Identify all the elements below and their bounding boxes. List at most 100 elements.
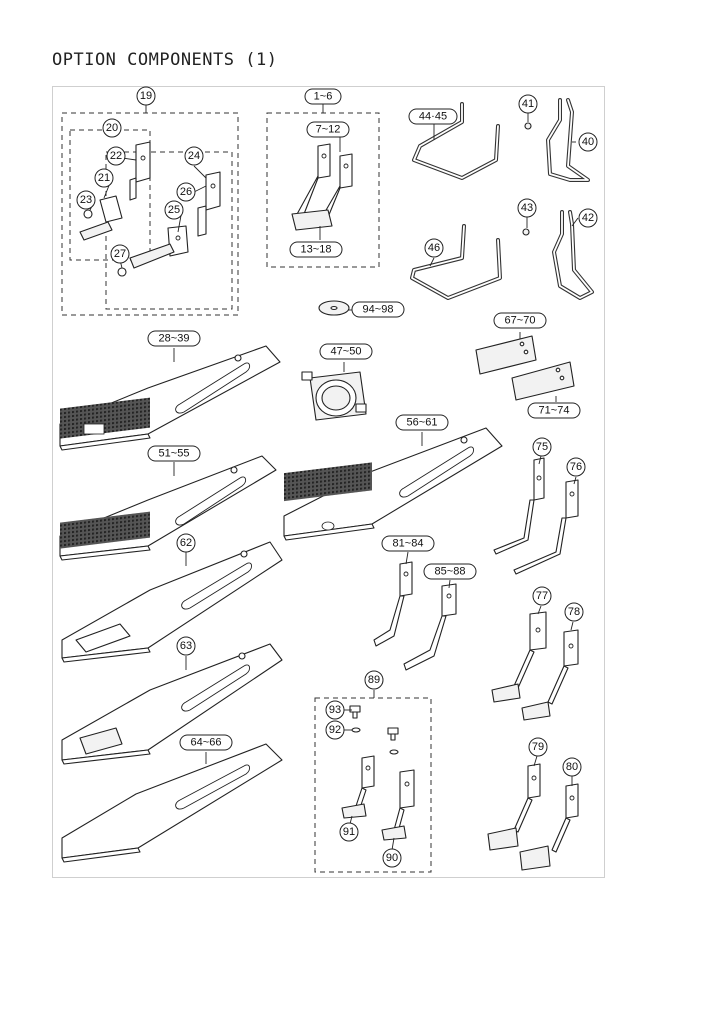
svg-text:78: 78 xyxy=(568,606,580,618)
callout-92: 92 xyxy=(325,720,345,740)
group-89 xyxy=(314,690,432,873)
svg-text:79: 79 xyxy=(532,741,544,753)
svg-text:23: 23 xyxy=(80,194,92,206)
svg-text:44·45: 44·45 xyxy=(419,111,447,123)
svg-text:28~39: 28~39 xyxy=(159,333,190,345)
feet-75-76 xyxy=(493,457,579,575)
svg-text:80: 80 xyxy=(566,761,578,773)
plate-64-66 xyxy=(61,743,283,863)
svg-text:26: 26 xyxy=(180,186,192,198)
callout-25: 25 xyxy=(164,200,184,220)
svg-text:64~66: 64~66 xyxy=(191,737,222,749)
callout-21: 21 xyxy=(94,168,114,188)
svg-text:77: 77 xyxy=(536,590,548,602)
plate-56-61 xyxy=(283,427,503,541)
plates-67-74 xyxy=(475,332,575,402)
callout-40: 40 xyxy=(578,132,598,152)
callout-67-70: 67~70 xyxy=(493,312,547,329)
svg-text:71~74: 71~74 xyxy=(539,405,570,417)
callout-93: 93 xyxy=(325,700,345,720)
group-19 xyxy=(61,104,239,316)
svg-text:56~61: 56~61 xyxy=(407,417,438,429)
callout-63: 63 xyxy=(176,636,196,656)
callout-47-50: 47~50 xyxy=(319,343,373,360)
svg-text:27: 27 xyxy=(114,248,126,260)
callout-7-12: 7~12 xyxy=(306,121,350,138)
svg-text:75: 75 xyxy=(536,441,548,453)
callout-22: 22 xyxy=(106,146,126,166)
svg-text:47~50: 47~50 xyxy=(331,346,362,358)
callout-20: 20 xyxy=(102,118,122,138)
page-title: OPTION COMPONENTS (1) xyxy=(52,50,278,70)
callout-90: 90 xyxy=(382,848,402,868)
svg-text:19: 19 xyxy=(140,90,152,102)
callout-1-6: 1~6 xyxy=(304,88,342,105)
svg-text:43: 43 xyxy=(521,202,533,214)
svg-text:24: 24 xyxy=(188,150,200,162)
washer-94-98 xyxy=(318,300,350,316)
callout-13-18: 13~18 xyxy=(289,241,343,258)
svg-text:41: 41 xyxy=(522,98,534,110)
callout-80: 80 xyxy=(562,757,582,777)
callout-64-66: 64~66 xyxy=(179,734,233,751)
callout-77: 77 xyxy=(532,586,552,606)
wire-guides xyxy=(410,98,594,300)
svg-text:40: 40 xyxy=(582,136,594,148)
callout-51-55: 51~55 xyxy=(147,445,201,462)
callout-23: 23 xyxy=(76,190,96,210)
svg-text:85~88: 85~88 xyxy=(435,566,466,578)
callout-81-84: 81~84 xyxy=(381,535,435,552)
callout-71-74: 71~74 xyxy=(527,402,581,419)
callout-89: 89 xyxy=(364,670,384,690)
callout-79: 79 xyxy=(528,737,548,757)
callout-78: 78 xyxy=(564,602,584,622)
svg-text:1~6: 1~6 xyxy=(314,91,333,103)
callout-76: 76 xyxy=(566,457,586,477)
svg-text:51~55: 51~55 xyxy=(159,448,190,460)
svg-text:25: 25 xyxy=(168,204,180,216)
callout-27: 27 xyxy=(110,244,130,264)
callout-42: 42 xyxy=(578,208,598,228)
plate-28-39 xyxy=(59,345,281,451)
group-1-6 xyxy=(266,104,380,268)
svg-text:42: 42 xyxy=(582,212,594,224)
svg-text:46: 46 xyxy=(428,242,440,254)
feet-77-78 xyxy=(491,611,579,721)
callout-43: 43 xyxy=(517,198,537,218)
callout-91: 91 xyxy=(339,822,359,842)
svg-text:91: 91 xyxy=(343,826,355,838)
callout-19: 19 xyxy=(136,86,156,106)
callout-24: 24 xyxy=(184,146,204,166)
callout-56-61: 56~61 xyxy=(395,414,449,431)
svg-text:81~84: 81~84 xyxy=(393,538,424,550)
svg-text:90: 90 xyxy=(386,852,398,864)
ring-47-50 xyxy=(301,362,367,421)
callout-85-88: 85~88 xyxy=(423,563,477,580)
svg-text:62: 62 xyxy=(180,537,192,549)
svg-text:7~12: 7~12 xyxy=(316,124,341,136)
callout-94-98: 94~98 xyxy=(351,301,405,318)
callout-28-39: 28~39 xyxy=(147,330,201,347)
callout-62: 62 xyxy=(176,533,196,553)
svg-text:21: 21 xyxy=(98,172,110,184)
svg-text:93: 93 xyxy=(329,704,341,716)
plate-63 xyxy=(61,643,283,765)
callout-41: 41 xyxy=(518,94,538,114)
svg-text:63: 63 xyxy=(180,640,192,652)
svg-text:13~18: 13~18 xyxy=(301,244,332,256)
feet-81-88 xyxy=(373,561,457,671)
callout-46: 46 xyxy=(424,238,444,258)
feet-79-80 xyxy=(487,763,579,871)
svg-text:76: 76 xyxy=(570,461,582,473)
callout-75: 75 xyxy=(532,437,552,457)
callouts: 19 20 22 21 23 24 26 25 27 1~6 7~12 13~1… xyxy=(76,86,598,868)
plate-62 xyxy=(61,541,283,663)
plate-51-55 xyxy=(59,455,277,561)
svg-text:89: 89 xyxy=(368,674,380,686)
svg-text:20: 20 xyxy=(106,122,118,134)
diagram-frame xyxy=(52,86,605,878)
callout-44-45: 44·45 xyxy=(408,108,458,125)
svg-text:22: 22 xyxy=(110,150,122,162)
svg-text:94~98: 94~98 xyxy=(363,304,394,316)
